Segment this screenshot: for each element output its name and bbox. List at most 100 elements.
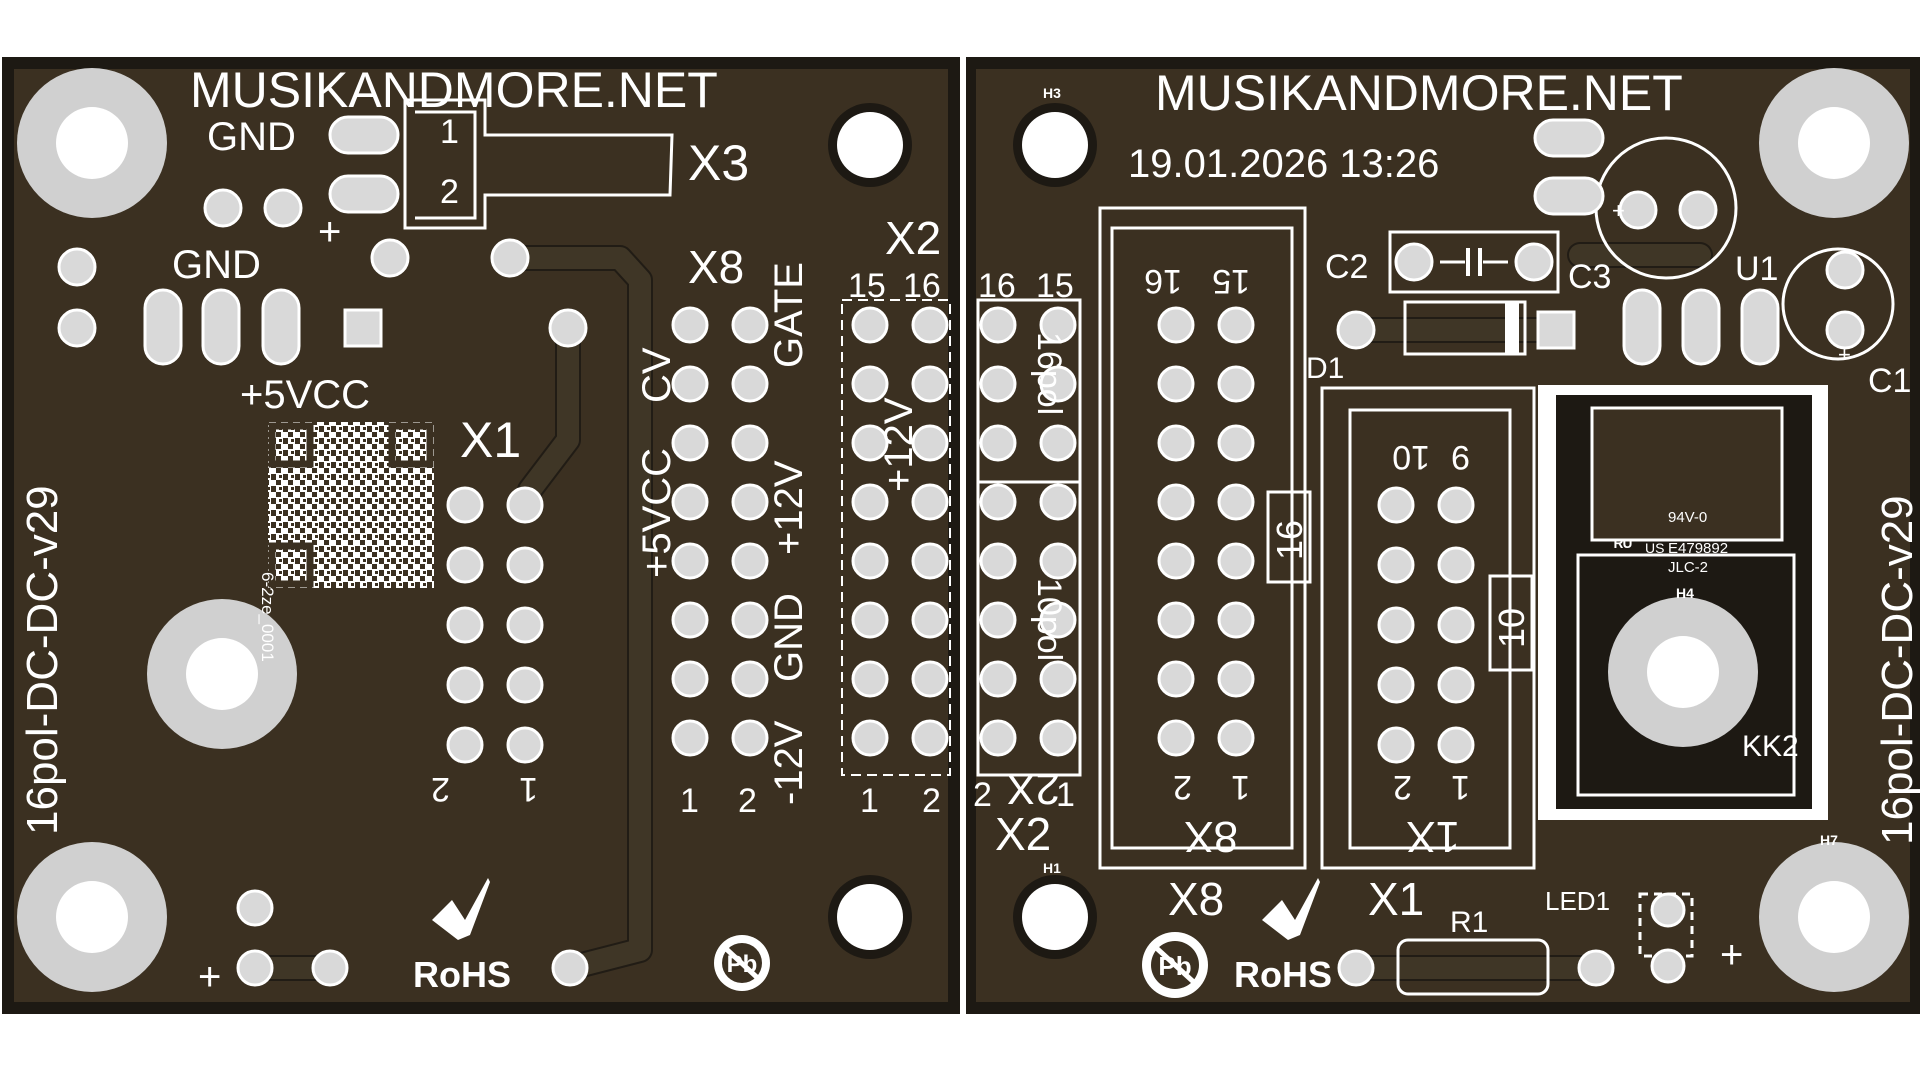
x8-pin-2: 2 [738, 782, 757, 820]
x2-pin-1: 1 [1056, 776, 1075, 814]
header-pad [731, 719, 769, 757]
header-pad [851, 306, 889, 344]
pad [311, 949, 349, 987]
x1-key-box [1488, 574, 1534, 672]
header-pad [1157, 483, 1195, 521]
box-10: 10 [1491, 608, 1532, 648]
header-pad [1217, 719, 1255, 757]
pad [1740, 288, 1780, 366]
label-gnd: GND [172, 243, 261, 287]
header-pad [911, 483, 949, 521]
label-u1: U1 [1735, 250, 1778, 288]
pad [1577, 949, 1615, 987]
header-pad [731, 483, 769, 521]
x1-pin-10: 10 [1392, 438, 1430, 476]
pad [1825, 310, 1865, 350]
header-pad [1157, 306, 1195, 344]
c3-plus: + [1612, 198, 1625, 223]
label-h7: H7 [1820, 832, 1838, 848]
header-pad [1217, 424, 1255, 462]
pad [57, 308, 97, 348]
header-pad [1217, 483, 1255, 521]
label-cv: CV [635, 347, 679, 403]
label-plus12v: +12V [767, 460, 811, 555]
pad [1618, 190, 1658, 230]
brand-text: MUSIKANDMORE.NET [1155, 65, 1683, 121]
pad [1394, 242, 1434, 282]
x1-pin-2: 2 [431, 770, 450, 808]
header-pad [979, 542, 1017, 580]
pad [490, 238, 530, 278]
right-mounting-holes [1013, 68, 1909, 992]
header-pad [1039, 660, 1077, 698]
x2-pin-15: 15 [848, 267, 886, 305]
pad [1681, 288, 1721, 366]
x3-pin-2: 2 [440, 173, 459, 211]
rohs-text: RoHS [1234, 954, 1332, 995]
header-pad [979, 660, 1017, 698]
header-pad [731, 660, 769, 698]
pad [328, 174, 400, 214]
x2-pin-15: 15 [1036, 267, 1074, 305]
label-plus: + [318, 210, 341, 254]
qr-code [268, 422, 434, 588]
left-board: MUSIKANDMORE.NET GND GND + +5VCC X1 X3 1… [2, 57, 960, 1014]
left-pads [57, 115, 949, 987]
x8-key-box [1266, 490, 1312, 584]
label-gnd: GND [207, 115, 296, 159]
x2-pin-16: 16 [978, 267, 1016, 305]
header-pad [1157, 719, 1195, 757]
label-h4: H4 [1676, 585, 1694, 601]
label-r1: R1 [1450, 906, 1488, 939]
header-pad [851, 719, 889, 757]
board-name: 16pol-DC-DC-v29 [1873, 495, 1920, 845]
header-pad [731, 542, 769, 580]
header-pad [1437, 606, 1475, 644]
ul-us: US [1645, 540, 1664, 556]
x1-pin-9: 9 [1451, 438, 1470, 476]
header-pad [671, 660, 709, 698]
header-pad [1377, 666, 1415, 704]
header-pad [1039, 483, 1077, 521]
pol-16: 16pol [1030, 332, 1068, 415]
x8-pin-1: 1 [1231, 768, 1250, 806]
d1-outline [1403, 300, 1527, 356]
label-x8: X8 [1168, 873, 1224, 925]
x8-mirror: 8X [1184, 812, 1238, 861]
x2-pin-16: 16 [903, 267, 941, 305]
label-x8: X8 [688, 241, 744, 293]
header-pad [1437, 726, 1475, 764]
component-outlines [976, 136, 1895, 996]
pad [1533, 118, 1605, 158]
header-pad [1437, 486, 1475, 524]
header-pad [671, 306, 709, 344]
header-pad [731, 601, 769, 639]
label-plus: + [198, 955, 221, 999]
label-x3: X3 [688, 135, 749, 191]
label-x1: X1 [1368, 873, 1424, 925]
pad [203, 188, 243, 228]
x1-header-inner [1348, 408, 1512, 850]
x3-pin-1: 1 [440, 113, 459, 151]
header-pad [671, 483, 709, 521]
box-16: 16 [1269, 520, 1310, 560]
header-pad [671, 601, 709, 639]
label-c1: C1 [1868, 362, 1911, 400]
pad [236, 949, 274, 987]
x1-pin-1: 1 [1451, 768, 1470, 806]
pad [343, 308, 383, 348]
header-pad [911, 542, 949, 580]
header-pad [1217, 542, 1255, 580]
ul-e: E479892 [1668, 540, 1728, 557]
x1-pin-2: 2 [1393, 768, 1412, 806]
header-pad [1437, 666, 1475, 704]
header-pad [979, 483, 1017, 521]
x8-pin-15: 15 [1212, 262, 1250, 300]
header-pad [506, 606, 544, 644]
header-pad [1157, 424, 1195, 462]
pad [551, 949, 589, 987]
label-led1: LED1 [1545, 886, 1610, 916]
label-c2: C2 [1325, 248, 1368, 286]
x2-pin-2: 2 [922, 782, 941, 820]
right-board: 94V-0 ᴿᵁ US E479892 JLC-2 [966, 57, 1920, 1014]
